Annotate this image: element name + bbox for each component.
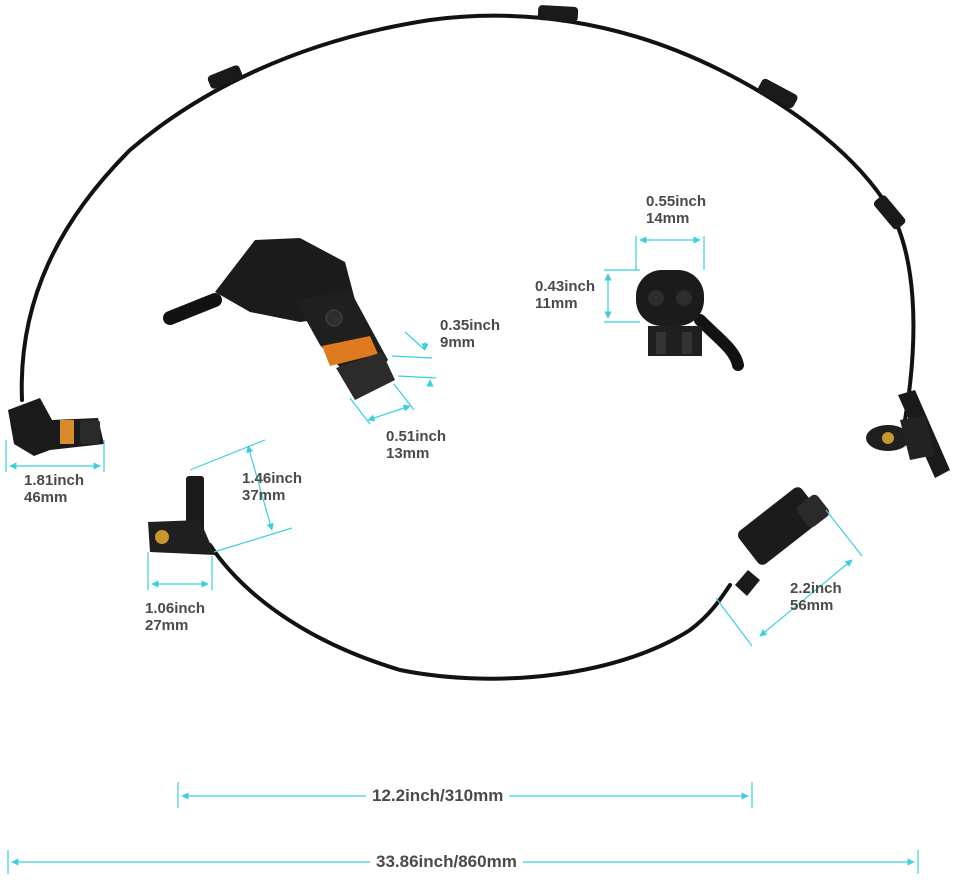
label-tip-height-inch: 1.46inch [242, 470, 303, 487]
pin-connector-closeup [636, 270, 744, 371]
label-plug-width-inch: 0.51inch [386, 428, 447, 445]
short-sensor-cable [208, 543, 732, 681]
label-plug-width-mm: 13mm [386, 445, 430, 462]
label-bracket-mm: 27mm [145, 617, 189, 634]
label-short-cable: 12.2inch/310mm [366, 786, 510, 806]
label-pin-width-mm: 14mm [646, 210, 690, 227]
connector-closeup [163, 238, 395, 400]
long-sensor-cable [19, 13, 916, 422]
label-pin-width: 0.55inch 14mm [646, 193, 706, 227]
label-pin-width-inch: 0.55inch [646, 193, 707, 210]
label-left-head: 1.81inch 46mm [24, 472, 84, 506]
short-sensor-head [148, 476, 215, 555]
label-plug-tip: 0.35inch 9mm [440, 317, 500, 351]
label-long-cable: 33.86inch/860mm [370, 852, 523, 872]
cable-grommets [207, 5, 906, 230]
label-pin-height-inch: 0.43inch [535, 278, 596, 295]
label-bracket: 1.06inch 27mm [145, 600, 205, 634]
label-bracket-inch: 1.06inch [145, 600, 206, 617]
label-plug-end: 2.2inch 56mm [790, 580, 842, 614]
label-plug-end-inch: 2.2inch [790, 580, 842, 597]
left-sensor-head [8, 398, 104, 456]
label-left-head-mm: 46mm [24, 489, 68, 506]
label-left-head-inch: 1.81inch [24, 472, 85, 489]
label-pin-height: 0.43inch 11mm [535, 278, 595, 312]
label-tip-height-mm: 37mm [242, 487, 286, 504]
label-plug-tip-inch: 0.35inch [440, 317, 501, 334]
short-sensor-plug [735, 487, 830, 596]
label-plug-end-mm: 56mm [790, 597, 834, 614]
label-pin-height-mm: 11mm [535, 295, 578, 312]
label-tip-height: 1.46inch 37mm [242, 470, 302, 504]
label-plug-tip-mm: 9mm [440, 334, 476, 351]
label-plug-width: 0.51inch 13mm [386, 428, 446, 462]
right-sensor-head [866, 390, 950, 478]
